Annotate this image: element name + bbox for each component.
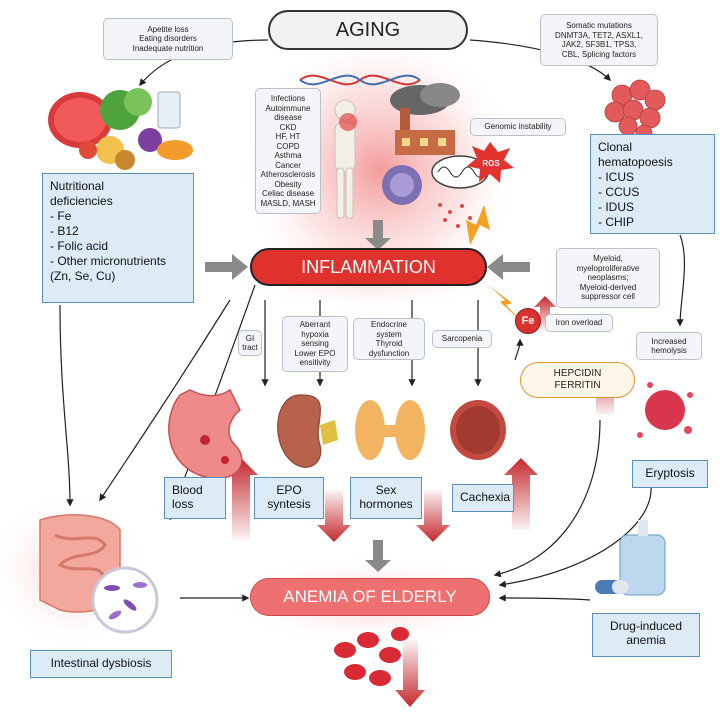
pill-icon [595, 580, 629, 594]
food-icon [48, 88, 193, 170]
diseases-box: Infections Autoimmune disease CKD HF, HT… [255, 88, 321, 214]
gi-tract-box: GI tract [238, 330, 262, 356]
dna-icon [299, 74, 421, 86]
red-cells-icon [334, 627, 409, 686]
microbe-icon [91, 566, 159, 634]
fe-label: Fe [521, 315, 535, 327]
inflammation-label: INFLAMMATION [301, 256, 436, 277]
fe-node: Fe [515, 308, 541, 334]
cell-cluster-icon [604, 79, 666, 142]
aberrant-hypoxia-box: Aberrant hypoxia sensing Lower EPO ensit… [282, 316, 348, 372]
hepcidin-label: HEPCIDIN FERRITIN [553, 368, 602, 391]
eryptosis-box: Eryptosis [632, 460, 708, 488]
aging-node: AGING [268, 10, 468, 50]
kidney-icon [277, 394, 338, 468]
iv-bag-icon [619, 520, 666, 596]
inflammation-node: INFLAMMATION [250, 248, 487, 286]
muscle-icon [450, 400, 506, 460]
factory-icon [390, 83, 460, 155]
endocrine-box: Endocrine system Thyroid dysfunction [353, 318, 425, 360]
virus-icon [382, 165, 422, 205]
intestinal-dysbiosis-box: Intestinal dysbiosis [30, 650, 172, 678]
person-icon [334, 99, 356, 219]
increased-hemolysis-box: Increased hemolysis [636, 332, 702, 360]
myeloid-box: Myeloid, myeloproliferative neoplasms; M… [556, 248, 660, 308]
genomic-instability-box: Genomic instability [470, 118, 566, 136]
anemia-label: ANEMIA OF ELDERLY [283, 587, 457, 606]
blood-loss-box: Blood loss [164, 477, 226, 519]
drug-induced-anemia-box: Drug-induced anemia [592, 613, 700, 657]
anemia-node: ANEMIA OF ELDERLY [250, 578, 490, 616]
clonal-hematopoesis-box: Clonal hematopoesis - ICUS - CCUS - IDUS… [590, 134, 715, 234]
nutritional-deficiencies-box: Nutritional deficiencies - Fe - B12 - Fo… [42, 173, 194, 303]
sex-hormones-box: Sex hormones [350, 477, 422, 519]
stomach-icon [168, 388, 243, 480]
hepcidin-node: HEPCIDIN FERRITIN [520, 362, 635, 398]
sarcopenia-box: Sarcopenia [432, 330, 492, 348]
ros-label: ROS [482, 159, 500, 168]
somatic-mutations-box: Somatic mutations DNMT3A, TET2, ASXL1, J… [540, 14, 658, 66]
thyroid-icon [355, 400, 425, 460]
cachexia-box: Cachexia [452, 484, 514, 512]
nutrition-causes-box: Apetite loss Eating disorders Inadequate… [103, 18, 233, 60]
ruptured-cell-icon [637, 382, 693, 438]
iron-overload-box: Iron overload [545, 314, 613, 332]
epo-syntesis-box: EPO syntesis [254, 477, 324, 519]
aging-label: AGING [335, 18, 401, 41]
lightning-icon [466, 205, 490, 245]
